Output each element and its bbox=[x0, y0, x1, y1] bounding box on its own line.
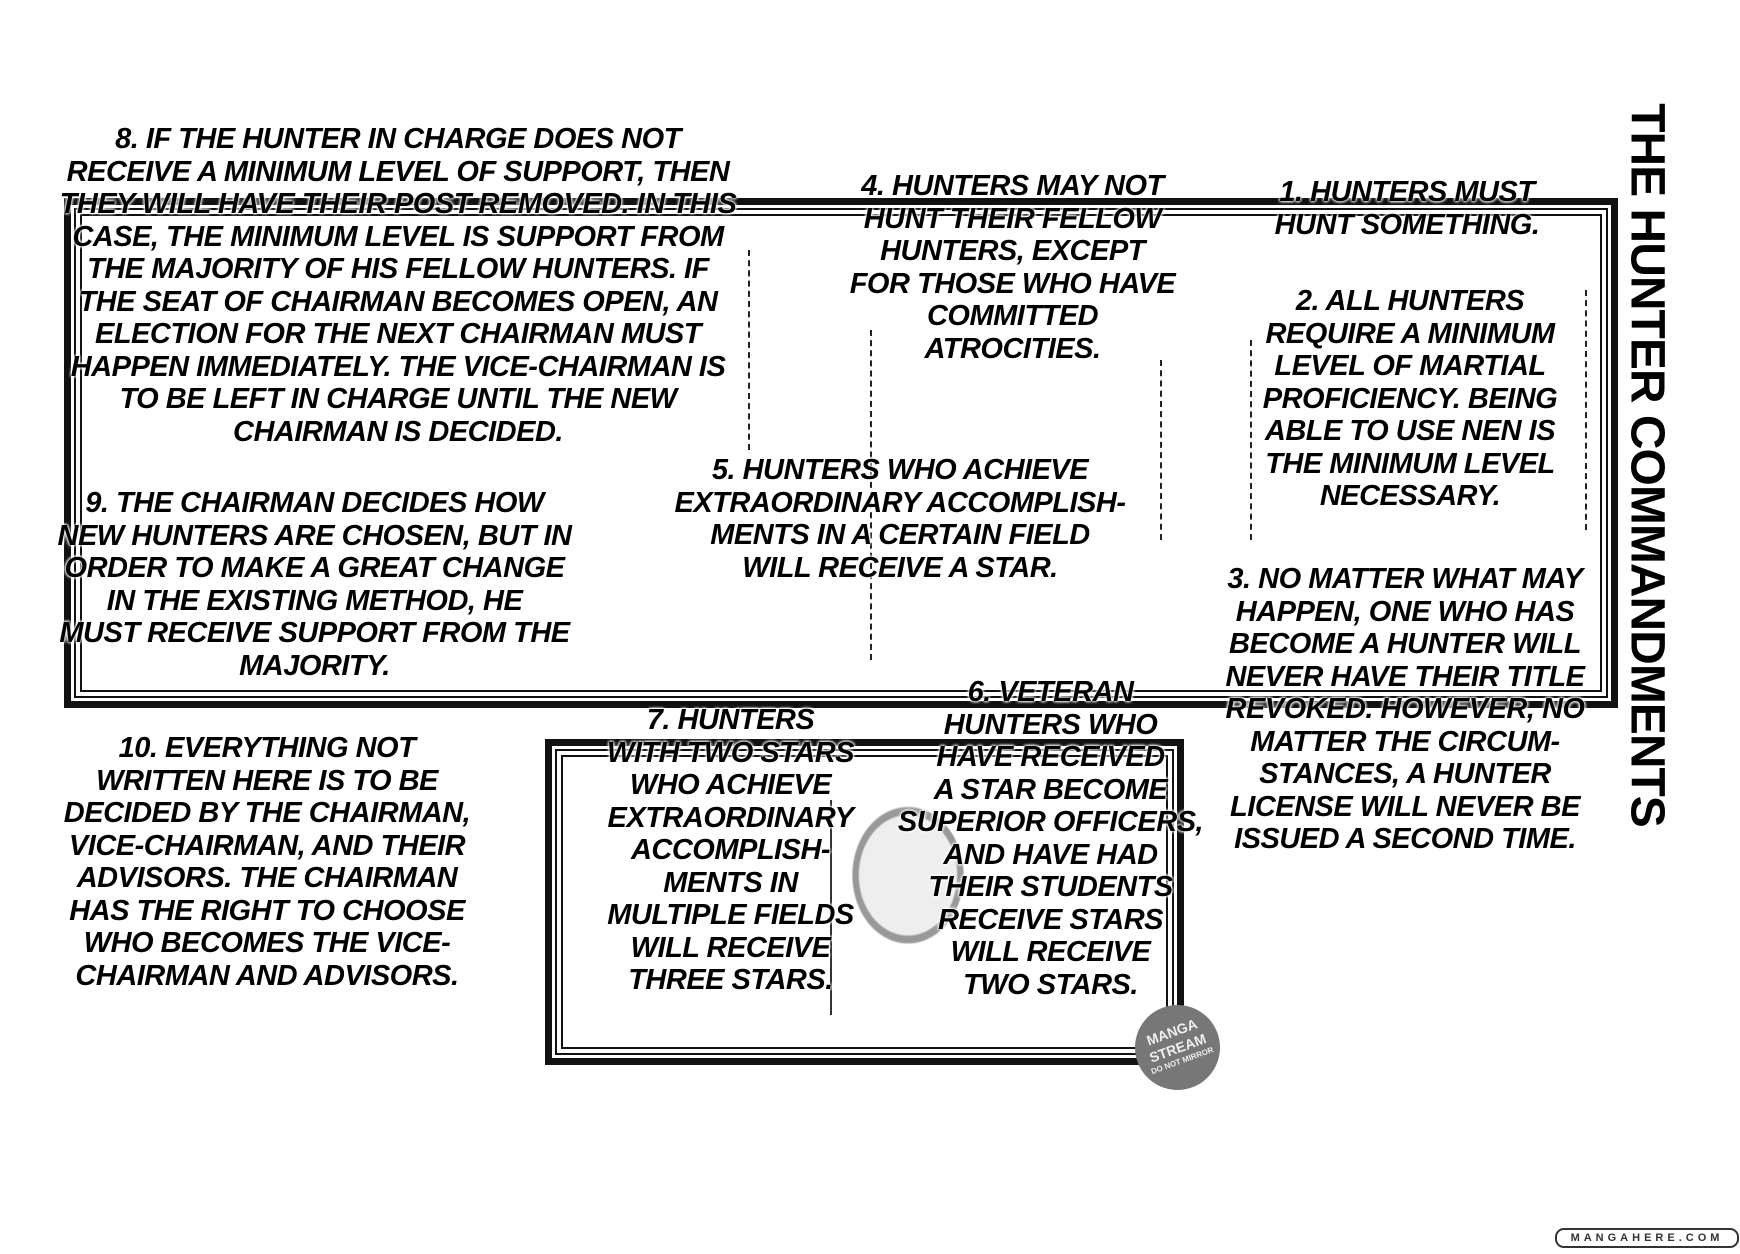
rule-line: THEIR STUDENTS bbox=[928, 871, 1173, 903]
rule-line: PROFICIENCY. BEING bbox=[1262, 382, 1558, 415]
rule-line: NECESSARY. bbox=[1319, 480, 1501, 512]
rule-line: VICE-CHAIRMAN, AND THEIR bbox=[68, 829, 466, 862]
mangahere-watermark: MANGAHERE.COM bbox=[1555, 1228, 1739, 1248]
rule-line: ABLE TO USE NEN IS bbox=[1264, 415, 1556, 447]
rule-line: STANCES, A HUNTER bbox=[1259, 758, 1551, 790]
rule-line: CHAIRMAN AND ADVISORS. bbox=[75, 959, 459, 992]
rule-line: 10. EVERYTHING NOT bbox=[118, 732, 416, 764]
chairman-portrait bbox=[830, 800, 1022, 1015]
rule-line: TO BE LEFT IN CHARGE UNTIL THE NEW bbox=[119, 383, 677, 415]
rule-line: MULTIPLE FIELDS bbox=[607, 899, 854, 931]
portrait-frame bbox=[545, 739, 1184, 1065]
rule-line: MAJORITY. bbox=[239, 649, 390, 682]
rule-line: BECOME A HUNTER WILL bbox=[1229, 628, 1581, 660]
rule-line: HAPPEN, ONE WHO HAS bbox=[1235, 595, 1575, 628]
rule-line: HUNTERS, EXCEPT bbox=[880, 235, 1145, 267]
rule-line: 2. ALL HUNTERS bbox=[1295, 285, 1525, 317]
rule-line: REQUIRE A MINIMUM bbox=[1265, 317, 1555, 350]
rule-line: NEVER HAVE THEIR TITLE bbox=[1225, 660, 1585, 693]
rule-line: ADVISORS. THE CHAIRMAN bbox=[76, 862, 458, 894]
rule-line: MENTS IN bbox=[663, 866, 798, 899]
rule-line: HAS THE RIGHT TO CHOOSE bbox=[69, 894, 465, 927]
rule-line: FOR THOSE WHO HAVE bbox=[849, 267, 1176, 300]
rule-line: WILL RECEIVE bbox=[950, 936, 1151, 968]
rule-line: ACCOMPLISH- bbox=[630, 834, 831, 866]
rule-line: 9. THE CHAIRMAN DECIDES HOW bbox=[85, 487, 544, 519]
rule-line: 5. HUNTERS WHO ACHIEVE bbox=[711, 454, 1089, 486]
rule-line: DECIDED BY THE CHAIRMAN, bbox=[63, 797, 471, 829]
rule-line: RECEIVE A MINIMUM LEVEL OF SUPPORT, THEN bbox=[66, 155, 730, 188]
rule-line: ORDER TO MAKE A GREAT CHANGE bbox=[64, 552, 565, 584]
page-title: THE HUNTER COMMANDMENTS bbox=[1612, 103, 1682, 827]
rule-line: WHO ACHIEVE bbox=[629, 769, 832, 801]
page-title-text: THE HUNTER COMMANDMENTS bbox=[1620, 103, 1674, 827]
rule-line: NEW HUNTERS ARE CHOSEN, BUT IN bbox=[57, 519, 573, 552]
main-frame bbox=[64, 198, 1618, 708]
rule-line: 3. NO MATTER WHAT MAY bbox=[1227, 563, 1583, 595]
rule-line: THE MAJORITY OF HIS FELLOW HUNTERS. IF bbox=[87, 253, 709, 285]
rule-line: EXTRAORDINARY ACCOMPLISH- bbox=[674, 486, 1127, 519]
decor-ticks bbox=[1250, 340, 1255, 540]
rule-line: HUNT THEIR FELLOW bbox=[863, 202, 1162, 235]
rule-line: 4. HUNTERS MAY NOT bbox=[861, 170, 1164, 202]
rule-line: MENTS IN A CERTAIN FIELD bbox=[710, 519, 1090, 551]
rule-line: AND HAVE HAD bbox=[943, 838, 1158, 871]
rule-line: EXTRAORDINARY bbox=[607, 801, 854, 834]
rule-line: 7. HUNTERS bbox=[646, 704, 815, 736]
decor-ticks bbox=[748, 250, 753, 450]
rule-line: WITH TWO STARS bbox=[607, 736, 854, 769]
rule-line: 6. VETERAN bbox=[967, 676, 1134, 708]
rule-line: A STAR BECOME bbox=[933, 773, 1168, 806]
rule-line: HAVE RECEIVED bbox=[936, 741, 1165, 773]
rule-line: THEY WILL HAVE THEIR POST REMOVED. IN TH… bbox=[59, 188, 737, 220]
decor-ticks bbox=[870, 330, 875, 660]
decor-ticks bbox=[1585, 290, 1590, 530]
rule-line: CASE, THE MINIMUM LEVEL IS SUPPORT FROM bbox=[72, 220, 724, 253]
rule-line: HUNTERS WHO bbox=[943, 708, 1158, 741]
rule-line: RECEIVE STARS bbox=[937, 903, 1164, 936]
rule-line: MATTER THE CIRCUM- bbox=[1250, 725, 1560, 758]
rule-line: 8. IF THE HUNTER IN CHARGE DOES NOT bbox=[115, 123, 681, 155]
rule-line: THE SEAT OF CHAIRMAN BECOMES OPEN, AN bbox=[78, 285, 718, 318]
rule-line: IN THE EXISTING METHOD, HE bbox=[106, 584, 523, 617]
rule-line: REVOKED. HOWEVER, NO bbox=[1225, 693, 1586, 725]
rule-line: THREE STARS. bbox=[628, 964, 833, 996]
decor-ticks bbox=[1160, 360, 1165, 540]
rule-line: WILL RECEIVE bbox=[630, 931, 831, 964]
rule-line: ATROCITIES. bbox=[924, 332, 1101, 365]
rule-line: WHO BECOMES THE VICE- bbox=[83, 927, 451, 959]
rule-line: LICENSE WILL NEVER BE bbox=[1230, 790, 1580, 823]
rule-line: COMMITTED bbox=[926, 300, 1099, 332]
rule-line: LEVEL OF MARTIAL bbox=[1274, 350, 1546, 382]
rule-line: 1. HUNTERS MUST bbox=[1279, 176, 1535, 208]
rule-line: TWO STARS. bbox=[963, 968, 1138, 1001]
rule-line: ELECTION FOR THE NEXT CHAIRMAN MUST bbox=[95, 318, 702, 350]
rule-line: HUNT SOMETHING. bbox=[1274, 208, 1540, 241]
rule-line: ISSUED A SECOND TIME. bbox=[1234, 823, 1576, 855]
rule-line: SUPERIOR OFFICERS, bbox=[897, 806, 1204, 838]
rule-line: CHAIRMAN IS DECIDED. bbox=[233, 415, 563, 448]
rule-line: HAPPEN IMMEDIATELY. THE VICE-CHAIRMAN IS bbox=[70, 350, 726, 383]
rule-line: THE MINIMUM LEVEL bbox=[1265, 447, 1555, 480]
rule-line: WRITTEN HERE IS TO BE bbox=[96, 764, 438, 797]
rule-line: WILL RECEIVE A STAR. bbox=[742, 551, 1058, 584]
rule-line: MUST RECEIVE SUPPORT FROM THE bbox=[59, 617, 570, 649]
